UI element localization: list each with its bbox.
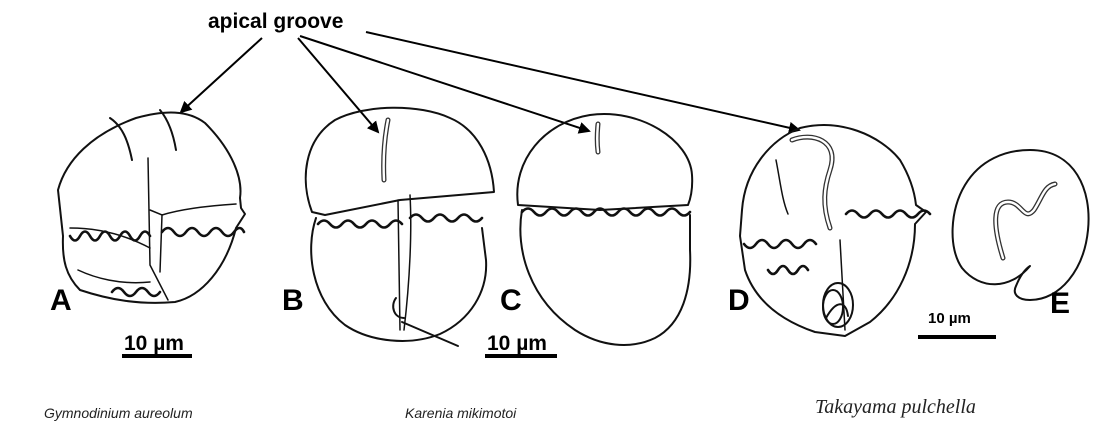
panel-letter-d: D [728, 284, 750, 317]
species-name-gymnodinium: Gymnodinium aureolum [44, 405, 193, 421]
panel-letter-a: A [50, 284, 72, 317]
scale-bar-label: 10 µm [124, 332, 184, 355]
scale-bar-c: 10 µm [485, 332, 557, 358]
cell-e-takayama [953, 150, 1089, 300]
cell-d-takayama [740, 125, 930, 336]
panel-letter-e: E [1050, 287, 1070, 320]
scale-bar-line [122, 354, 192, 358]
panel-letter-b: B [282, 284, 304, 317]
apical-groove-label: apical groove [208, 10, 343, 33]
callout-arrows [181, 32, 799, 132]
scale-bar-a: 10 µm [122, 332, 192, 358]
scale-bar-e: 10 µm [918, 310, 996, 339]
scale-bar-line [485, 354, 557, 358]
panel-letter-c: C [500, 284, 522, 317]
scale-bar-label: 10 µm [928, 310, 971, 327]
scale-bar-label: 10 µm [487, 332, 547, 355]
cell-b-karenia [306, 108, 494, 346]
arrow-to-d [366, 32, 799, 130]
scale-bar-line [918, 335, 996, 339]
species-name-takayama: Takayama pulchella [815, 396, 976, 418]
species-name-karenia: Karenia mikimotoi [405, 405, 517, 421]
cell-a-gymnodinium [58, 110, 245, 303]
arrow-to-a [181, 38, 262, 112]
cell-c-karenia [517, 114, 692, 345]
